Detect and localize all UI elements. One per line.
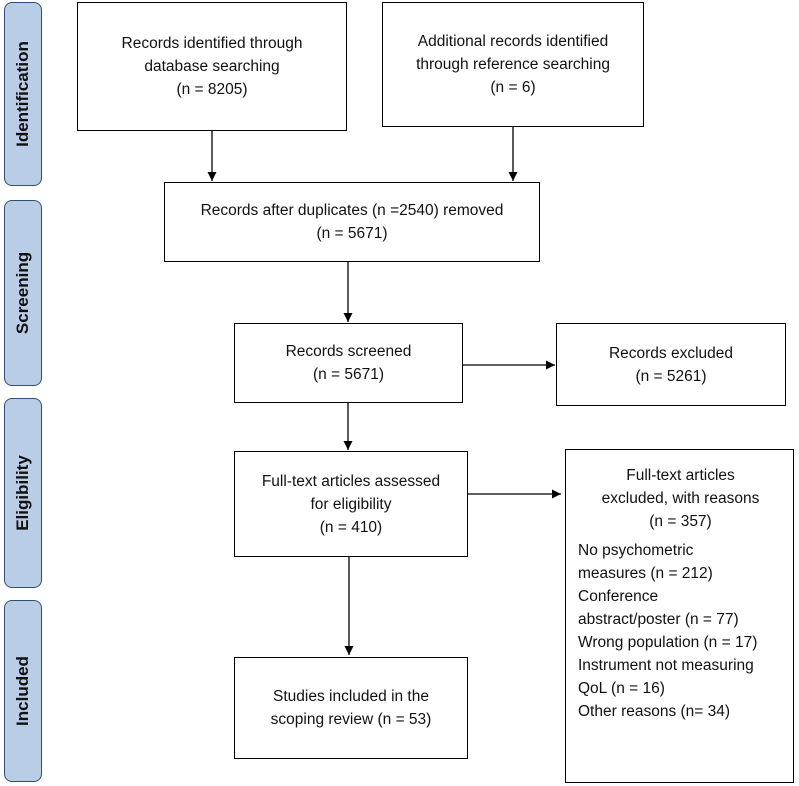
included-line-1: Studies included in the xyxy=(273,688,429,705)
included-line-2: scoping review (n = 53) xyxy=(270,711,432,728)
stage-eligibility: Eligibility xyxy=(4,398,42,588)
box-records-screened: Records screened (n = 5671) xyxy=(234,323,463,403)
stage-identification: Identification xyxy=(4,2,42,186)
duplicates-line-2: (n = 5671) xyxy=(316,225,388,242)
screened-line-1: Records screened xyxy=(285,343,412,360)
box-fulltext-excluded: Full-text articles excluded, with reason… xyxy=(565,449,794,783)
fulltext-line-2: for eligibility xyxy=(310,495,392,513)
box-fulltext-assessed: Full-text articles assessed for eligibil… xyxy=(234,451,468,557)
excluded-line-1: Records excluded xyxy=(608,344,734,362)
box-reference-records: Additional records identified through re… xyxy=(382,2,644,127)
stage-screening: Screening xyxy=(4,200,42,386)
exclusion-reason-line-5: Wrong population (n = 17) xyxy=(578,634,758,651)
duplicates-line-1: Records after duplicates (n =2540) remov… xyxy=(200,202,504,219)
box-database-records: Records identified through database sear… xyxy=(77,2,347,131)
fulltext-line-1: Full-text articles assessed xyxy=(261,472,441,490)
reference-line-1: Additional records identified xyxy=(417,33,609,50)
excluded-line-2: (n = 5261) xyxy=(635,367,707,385)
fulltext-excluded-heading-2: excluded, with reasons xyxy=(601,490,760,507)
exclusion-reason-line-4: abstract/poster (n = 77) xyxy=(578,611,739,628)
exclusion-reason-line-2: measures (n = 212) xyxy=(578,565,713,582)
exclusion-reason-line-8: Other reasons (n= 34) xyxy=(578,703,731,720)
reference-line-3: (n = 6) xyxy=(490,79,536,96)
exclusion-reason-line-6: Instrument not measuring xyxy=(578,657,754,674)
database-line-2: database searching xyxy=(144,58,280,75)
exclusion-reason-line-1: No psychometric xyxy=(578,542,694,559)
box-records-excluded: Records excluded (n = 5261) xyxy=(556,323,786,406)
fulltext-excluded-heading-1: Full-text articles xyxy=(626,467,735,484)
database-line-3: (n = 8205) xyxy=(176,81,248,98)
box-studies-included: Studies included in the scoping review (… xyxy=(234,657,468,759)
fulltext-line-3: (n = 410) xyxy=(319,518,383,536)
exclusion-reason-line-7: QoL (n = 16) xyxy=(578,680,665,697)
box-duplicates-removed: Records after duplicates (n =2540) remov… xyxy=(164,182,540,262)
stage-included: Included xyxy=(4,600,42,782)
fulltext-excluded-heading-3: (n = 357) xyxy=(649,513,712,530)
exclusion-reason-line-3: Conference xyxy=(578,588,659,605)
reference-line-2: through reference searching xyxy=(416,56,610,73)
screened-line-2: (n = 5671) xyxy=(312,366,385,383)
database-line-1: Records identified through xyxy=(121,35,303,52)
